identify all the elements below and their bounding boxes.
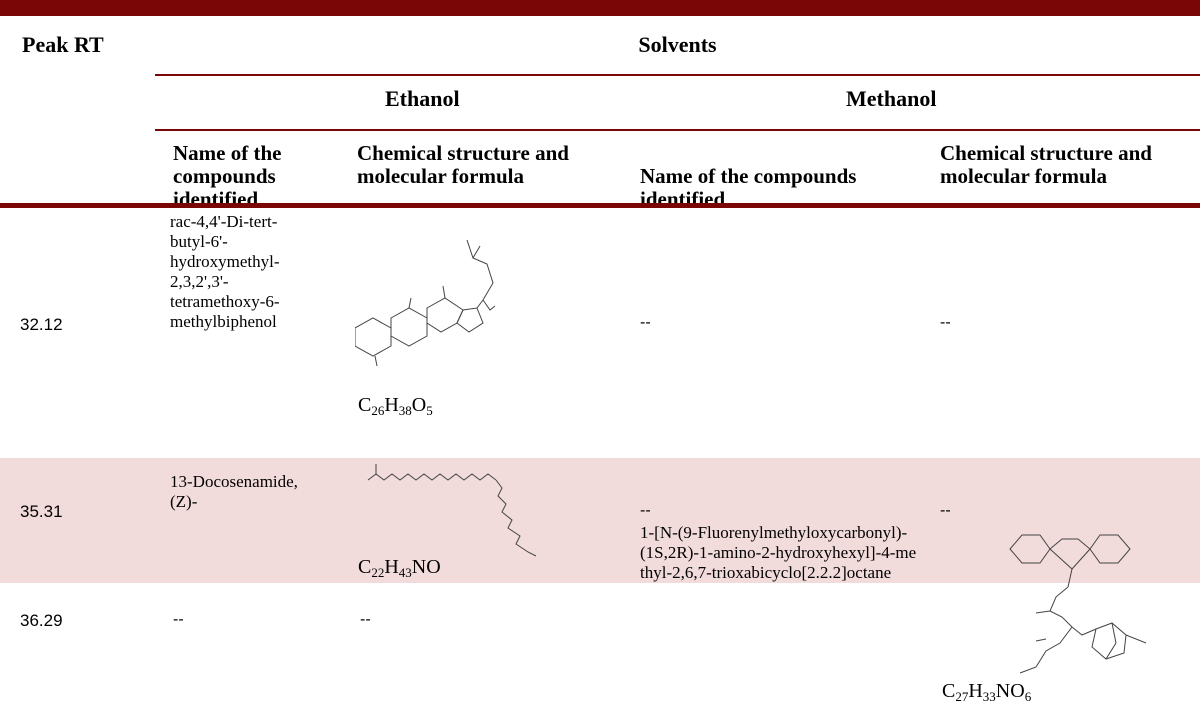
ethanol-molecular-formula: C26H38O5 [358, 394, 433, 418]
methanol-molecular-formula: C27H33NO6 [942, 680, 1032, 704]
rule-under-solvent-names [155, 129, 1200, 131]
top-accent-bar [0, 0, 1200, 16]
ethanol-name-cell: -- [173, 611, 184, 628]
methanol-structure-cell: -- [940, 314, 951, 331]
steroid-structure-image [355, 239, 496, 367]
rule-under-solvents [155, 74, 1200, 76]
ethanol-compound-name: 13-Docosenamide, (Z)- [170, 472, 298, 511]
peak-rt-cell: 35.31 [20, 502, 63, 521]
header-ethanol-name: Name of the compounds identified [173, 141, 282, 211]
methanol-structure-cell: -- [940, 502, 951, 519]
peak-rt-cell: 32.12 [20, 315, 63, 334]
header-ethanol-structure: Chemical structure and molecular formula [357, 141, 569, 188]
ethanol-structure-cell: -- [360, 611, 371, 628]
table-row: 35.31 13-Docosenamide, (Z)- C22H43NO -- … [0, 458, 1200, 583]
header-methanol: Methanol [846, 86, 937, 111]
ethanol-molecular-formula: C22H43NO [358, 556, 441, 580]
methanol-name-cell: -- [640, 502, 651, 519]
header-solvents: Solvents [638, 32, 717, 57]
methanol-compound-name: 1-[N-(9-Fluorenylmethyloxycarbonyl)-(1S,… [640, 523, 917, 582]
rule-under-header [0, 203, 1200, 208]
header-ethanol: Ethanol [385, 86, 460, 111]
docosenamide-structure-image [367, 464, 537, 557]
header-peak-rt: Peak RT [22, 32, 104, 57]
peak-rt-cell: 36.29 [20, 611, 63, 630]
table-row: 36.29 -- -- 1-[N-(9-Fluorenylmethyloxyca… [0, 523, 1200, 711]
header-methanol-structure: Chemical structure and molecular formula [940, 141, 1152, 188]
fluorenyl-structure-image [1009, 534, 1147, 674]
methanol-name-cell: -- [640, 314, 651, 331]
table-row: 32.12 rac-4,4'-Di-tert-butyl-6'-hydroxym… [0, 208, 1200, 458]
ethanol-compound-name: rac-4,4'-Di-tert-butyl-6'-hydroxymethyl-… [170, 212, 280, 331]
